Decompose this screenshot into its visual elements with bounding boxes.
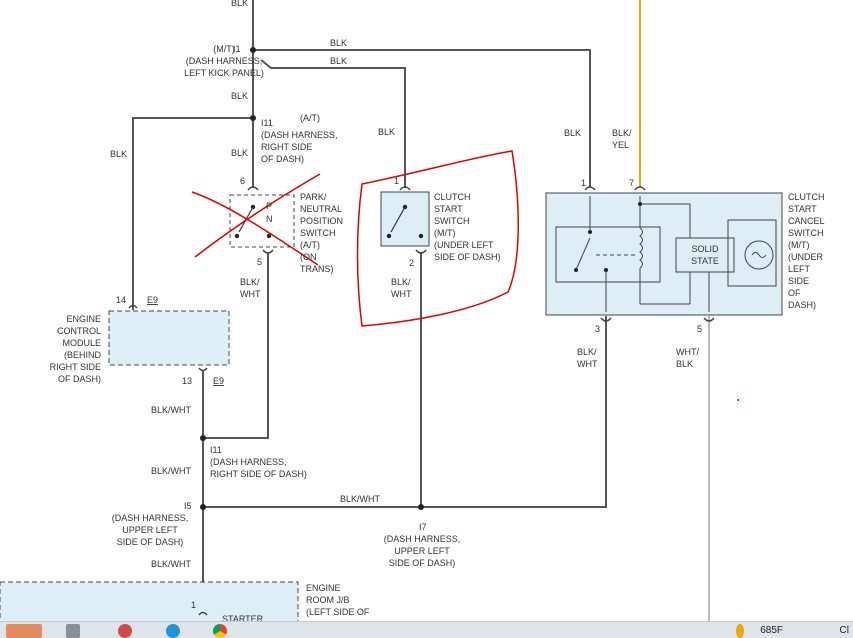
i11-top-qualifier: (A/T) [300,113,320,123]
taskbar-clock: 685F [760,625,783,636]
label-i1-down-blk: BLK [231,91,248,101]
label-ecm-out: BLK/WHT [151,405,192,415]
skype-icon[interactable] [166,624,180,638]
label-cancel-out3: BLK/WHT [577,347,598,369]
red-x-annotation [191,173,321,266]
i11-top-name: I11 [261,118,273,128]
label-i1-right-blk-1: BLK [330,38,347,48]
pnp-pin-top: 6 [240,176,245,186]
label-pnp-feed-blk: BLK [231,148,248,158]
pnp-pos-n: N [266,214,273,224]
i5-name: I5 [184,501,192,511]
jb-pin: 1 [191,600,196,610]
pnp-pin-bottom: 5 [257,257,262,267]
media-app-icon[interactable] [118,624,132,638]
ecm-conn13: E9 [213,376,224,386]
cancel-pin3: 3 [595,324,600,334]
label-cancel-feed-blk-yel: BLK/YEL [612,128,632,150]
pnp-pos-p: P [266,201,272,211]
start-icon[interactable] [6,624,42,638]
chrome-icon[interactable] [213,624,227,638]
label-top-blk: BLK [231,0,248,8]
ecm-pin14: 14 [116,295,126,305]
wire-labels: BLK BLK BLK BLK BLK BLK BLK BLK BLK/YEL … [110,0,699,569]
taskbar-edge-text: Cl [839,625,849,636]
clutch-pin-top: 1 [394,176,399,186]
label-clutch-out: BLK/WHT [391,277,412,299]
label-clutch-feed-blk: BLK [378,127,395,137]
i1-label: (M/T)(DASH HARNESS,LEFT KICK PANEL) [184,44,264,78]
red-circle-annotation [356,150,520,327]
connector-labels: I1 (M/T)(DASH HARNESS,LEFT KICK PANEL) (… [112,44,461,568]
cancel-pin7: 7 [629,178,634,188]
cancel-pin1: 1 [581,178,586,188]
label-i1-right-blk-2: BLK [330,56,347,66]
label-ecm-feed-blk: BLK [110,149,127,159]
file-explorer-icon[interactable] [66,624,80,638]
ecm-pin13: 13 [182,376,192,386]
clutch-pin-bottom: 2 [409,258,414,268]
jb-starter: STARTER [222,614,264,624]
label-i5-out: BLK/WHT [151,559,192,569]
cancel-pin5: 5 [697,324,702,334]
label-bus: BLK/WHT [340,494,381,504]
taskbar: 685F Cl [0,621,853,638]
clutch-start-cancel-switch [545,186,783,322]
weather-icon [736,624,744,638]
label-cancel-out5: WHT/BLK [676,347,699,369]
i1-name: I1 [233,44,241,54]
i7-name: I7 [419,522,427,532]
clutch-start-switch [380,186,430,254]
label-pnp-out: BLK/WHT [240,277,261,299]
ecm-conn14: E9 [147,295,158,305]
i11-low-label: (DASH HARNESS,RIGHT SIDE OF DASH) [210,457,307,479]
label-i11-out: BLK/WHT [151,466,192,476]
park-neutral-switch [229,186,295,254]
splice-dots [200,47,424,510]
engine-control-module [108,304,230,372]
label-cancel-feed-blk: BLK [564,128,581,138]
red-dot [737,399,739,401]
i11-low-name: I11 [210,445,222,455]
wires [132,0,710,621]
